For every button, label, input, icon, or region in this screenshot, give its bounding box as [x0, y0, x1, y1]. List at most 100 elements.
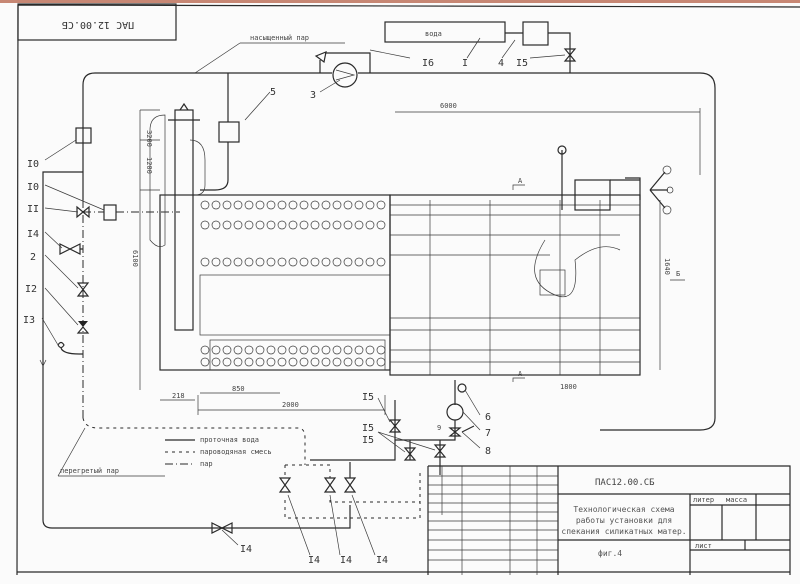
scan-edge	[0, 0, 800, 3]
tube	[222, 357, 232, 367]
tube	[365, 220, 375, 230]
tube	[244, 220, 254, 230]
tube	[332, 357, 342, 367]
tube	[376, 345, 386, 355]
callout-10a: I0	[27, 159, 39, 170]
tube	[211, 257, 221, 267]
tube	[343, 200, 353, 210]
callout-5: 5	[270, 87, 276, 98]
legend-label-steam: пар	[200, 460, 213, 468]
valve-14c	[323, 477, 337, 493]
valve-13-gauge	[57, 341, 83, 355]
tube	[321, 357, 331, 367]
callout-14: I4	[27, 229, 39, 240]
tube	[343, 257, 353, 267]
tube	[288, 257, 298, 267]
tube	[321, 200, 331, 210]
tube	[277, 345, 287, 355]
callouts: 5 3 I6 I 4 I5 I0 I0 II I4 2 I2 I3 6 7 8 …	[23, 37, 566, 566]
callout-15b: I5	[362, 392, 374, 403]
dim-1800: 1800	[560, 383, 577, 391]
callout-10b: I0	[27, 182, 39, 193]
tube	[343, 220, 353, 230]
valve-14d	[343, 462, 357, 493]
callout-14a: I4	[240, 544, 252, 555]
tube	[211, 345, 221, 355]
tube	[332, 345, 342, 355]
tube	[376, 357, 386, 367]
tube	[266, 357, 276, 367]
callout-15-top: I5	[516, 58, 528, 69]
tube	[332, 220, 342, 230]
tube	[255, 220, 265, 230]
dim-6100: 6100	[131, 250, 139, 267]
callout-2: 2	[30, 252, 36, 263]
tube	[299, 220, 309, 230]
valve-2	[76, 282, 90, 297]
stamp-box	[17, 3, 177, 41]
pump-3	[332, 62, 358, 88]
box-10-top	[75, 127, 92, 144]
tube	[299, 345, 309, 355]
callout-6: 6	[485, 412, 491, 423]
tube	[343, 357, 353, 367]
callout-8: 8	[485, 446, 491, 457]
tube	[233, 357, 243, 367]
tube-bank	[200, 200, 386, 367]
tube	[211, 357, 221, 367]
dim-850: 850	[232, 385, 245, 393]
callout-1: I	[462, 58, 468, 69]
callout-14d: I4	[376, 555, 388, 566]
steam-loop-pipe	[95, 72, 716, 431]
box-10	[103, 204, 117, 221]
tube	[376, 220, 386, 230]
tube	[354, 257, 364, 267]
tube	[321, 257, 331, 267]
valve-15a	[388, 419, 402, 433]
tube	[376, 200, 386, 210]
tube	[332, 257, 342, 267]
dim-1200: 1200	[145, 157, 153, 174]
legend-label-water: проточная вода	[200, 436, 259, 444]
tube	[365, 345, 375, 355]
title-figure: фиг.4	[598, 549, 622, 558]
tank-pipe	[505, 32, 571, 73]
tube	[211, 220, 221, 230]
dim-6000: 6000	[440, 102, 457, 110]
tube	[354, 200, 364, 210]
tube	[222, 220, 232, 230]
callout-9: 9	[437, 424, 441, 432]
tube	[255, 345, 265, 355]
section-a-bottom: А	[518, 370, 523, 378]
legend: проточная вода пароводяная смесь пар	[165, 436, 272, 468]
tube	[310, 357, 320, 367]
valve-14b	[278, 477, 292, 493]
title-desc-line-1: Технологическая схема	[573, 505, 674, 514]
tube	[266, 220, 276, 230]
tube	[233, 345, 243, 355]
tube	[233, 257, 243, 267]
title-litera: литер	[693, 496, 714, 504]
saturated-steam-label: насыщенный пар	[250, 34, 309, 42]
dimension-lines	[139, 108, 701, 415]
valve-11	[76, 205, 90, 219]
left-riser-pipe	[82, 72, 96, 200]
valve-12-lower	[76, 326, 90, 334]
tube	[321, 220, 331, 230]
tube	[244, 345, 254, 355]
tube	[244, 257, 254, 267]
tube	[365, 257, 375, 267]
leader-steam	[194, 42, 345, 74]
title-desc-line-3: спекания силикатных матер.	[561, 527, 686, 536]
section-a-top: А	[518, 177, 523, 185]
title-desc-line-2: работы установки для	[576, 515, 672, 525]
tube	[266, 345, 276, 355]
pump-7	[446, 403, 464, 421]
callout-16: I6	[422, 58, 434, 69]
valve-8	[448, 425, 475, 437]
leader-superheated	[57, 427, 165, 477]
tube	[233, 200, 243, 210]
bypass-pipe	[42, 171, 351, 529]
title-code: ПАС12.00.СБ	[595, 478, 655, 488]
tube	[365, 357, 375, 367]
